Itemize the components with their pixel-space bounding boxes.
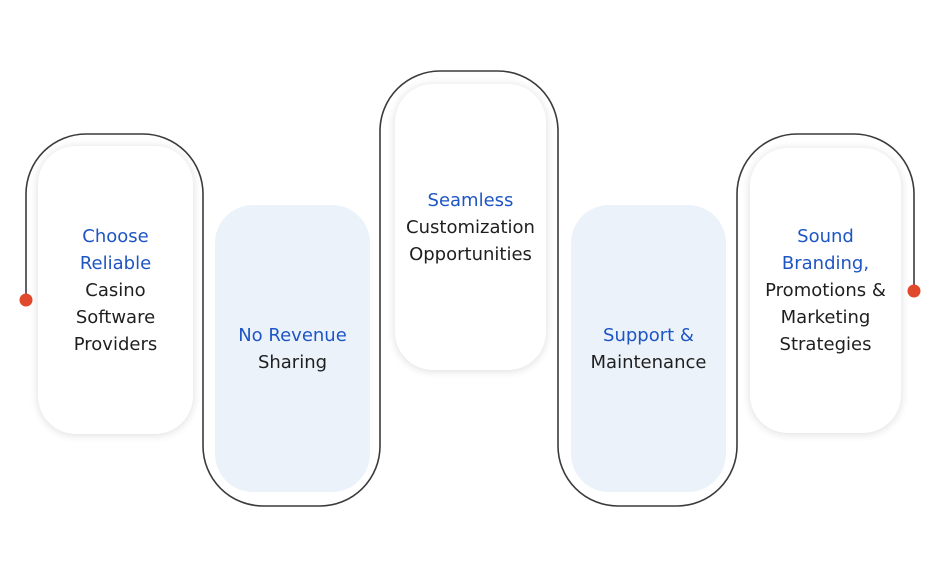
step-card-2: No Revenue Sharing — [215, 205, 370, 492]
step-2-text-line-1: Sharing — [257, 351, 328, 373]
step-card-1: Choose Reliable Casino Software Provider… — [38, 146, 193, 434]
step-3-text-line-2: Opportunities — [409, 244, 532, 265]
step-2-highlight-line-1: No Revenue — [238, 324, 347, 346]
step-5-text-line-2: Marketing — [780, 307, 871, 328]
step-3-highlight-line-1: Seamless — [427, 190, 514, 211]
start-dot — [19, 293, 33, 307]
end-dot — [907, 284, 921, 298]
step-1-text-line-1: Casino — [85, 279, 146, 301]
step-1-text-line-3: Providers — [73, 333, 158, 355]
step-4-highlight-line-1: Support & — [603, 324, 694, 346]
step-card-3: Seamless Customization Opportunities — [395, 84, 546, 370]
step-3-text-line-1: Customization — [406, 217, 535, 238]
connector-path — [25, 70, 915, 507]
step-5-highlight-line-1: Sound — [797, 226, 854, 247]
step-5-highlight-line-2: Branding, — [781, 253, 870, 274]
step-1-highlight-line-2: Reliable — [79, 252, 152, 274]
step-5-text-line-3: Strategies — [779, 334, 872, 355]
step-card-5: Sound Branding, Promotions & Marketing S… — [750, 148, 901, 433]
step-1-highlight-line-1: Choose — [82, 225, 149, 247]
step-5-text-line-1: Promotions & — [765, 280, 886, 301]
step-card-4: Support & Maintenance — [571, 205, 726, 492]
step-4-text-line-1: Maintenance — [590, 351, 707, 373]
step-1-text-line-2: Software — [75, 306, 156, 328]
